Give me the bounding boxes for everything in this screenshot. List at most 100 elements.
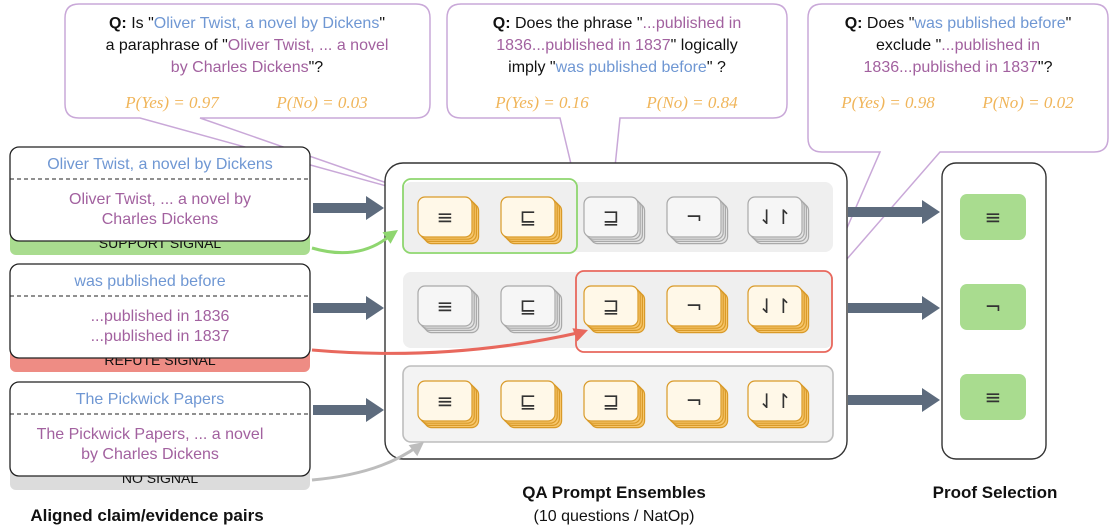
natop-card-stack: ¬: [666, 380, 729, 429]
pair-box: [9, 146, 311, 242]
question-callouts: Q: Is "Oliver Twist, a novel by Dickens"…: [64, 3, 1109, 295]
card-layer: [666, 380, 722, 422]
flow-arrow: [313, 398, 384, 422]
p-yes: P(Yes) = 0.97: [124, 93, 220, 112]
p-no: P(No) = 0.03: [275, 93, 367, 112]
ensemble-row-2: ≡ ⊑ ⊒ ¬ ⇃↾: [417, 285, 810, 334]
question-line: exclude "...published in: [876, 37, 1040, 54]
card-layer: [747, 380, 803, 422]
natop-card-stack: ¬: [666, 196, 729, 245]
card-layer: [500, 196, 556, 238]
natop-card-stack: ⇃↾: [747, 285, 810, 334]
card-layer: [747, 196, 803, 238]
natop-symbol: ¬: [686, 294, 703, 318]
natop-symbol: ⊑: [520, 294, 537, 318]
natop-symbol: ⇃↾: [758, 294, 792, 318]
pair-box: [9, 263, 311, 359]
question-line: 1836...published in 1837" logically: [496, 37, 737, 54]
natop-symbol: ⊒: [603, 389, 620, 413]
evidence-text: Charles Dickens: [102, 211, 218, 228]
proof-symbol: ≡: [985, 385, 1002, 409]
flow-arrow: [848, 388, 940, 412]
natop-card-stack: ⇃↾: [747, 380, 810, 429]
p-no: P(No) = 0.84: [645, 93, 738, 112]
natop-card-stack: ¬: [666, 285, 729, 334]
natop-card-stack: ≡: [417, 285, 480, 334]
proof-selection-panel: ≡¬≡: [941, 162, 1047, 460]
card-layer: [583, 285, 639, 327]
question-line: a paraphrase of "Oliver Twist, ... a nov…: [106, 37, 389, 54]
question-line: by Charles Dickens"?: [171, 59, 324, 76]
natop-card-stack: ⊑: [500, 196, 563, 245]
flow-arrow: [313, 196, 384, 220]
claim-text: The Pickwick Papers: [76, 391, 225, 408]
ensemble-row-1: ≡ ⊑ ⊒ ¬ ⇃↾: [417, 196, 810, 245]
signal-arrow: [311, 328, 588, 355]
natop-symbol: ⊒: [603, 205, 620, 229]
callout-bubble: [64, 3, 431, 199]
proof-caption: Proof Selection: [933, 483, 1058, 502]
question-line: 1836...published in 1837"?: [864, 59, 1053, 76]
pair-box: [9, 381, 311, 477]
p-yes: P(Yes) = 0.98: [840, 93, 935, 112]
natop-symbol: ≡: [437, 205, 454, 229]
ensembles-subcaption: (10 questions / NatOp): [534, 508, 695, 525]
card-layer: [417, 285, 473, 327]
signal-arrow: [311, 230, 398, 255]
natop-card-stack: ≡: [417, 196, 480, 245]
question-callout-1: Q: Is "Oliver Twist, a novel by Dickens"…: [64, 3, 431, 199]
callout-bubble: [807, 3, 1109, 291]
natop-symbol: ⇃↾: [758, 205, 792, 229]
claim-text: was published before: [73, 273, 225, 290]
pairs-caption: Aligned claim/evidence pairs: [30, 506, 263, 525]
natop-symbol: ⊒: [603, 294, 620, 318]
signal-arrow: [311, 442, 424, 482]
evidence-text: ...published in 1837: [91, 328, 230, 345]
natop-symbol: ⊑: [520, 389, 537, 413]
evidence-text: by Charles Dickens: [81, 446, 219, 463]
natop-card-stack: ≡: [417, 380, 480, 429]
flow-arrows: [311, 196, 940, 482]
natop-card-stack: ⊑: [500, 380, 563, 429]
natop-card-stack: ⊑: [500, 285, 563, 334]
natop-symbol: ≡: [437, 294, 454, 318]
proof-symbol: ¬: [985, 295, 1002, 319]
evidence-text: The Pickwick Papers, ... a novel: [37, 426, 264, 443]
question-line: Q: Is "Oliver Twist, a novel by Dickens": [109, 15, 385, 32]
card-layer: [666, 196, 722, 238]
claim-text: Oliver Twist, a novel by Dickens: [47, 156, 273, 173]
card-layer: [583, 380, 639, 422]
card-layer: [747, 285, 803, 327]
card-layer: [500, 380, 556, 422]
flow-arrow: [848, 200, 940, 224]
question-line: Q: Does the phrase "...published in: [493, 15, 741, 32]
qa-prompt-ensembles: ≡ ⊑ ⊒ ¬ ⇃↾ ≡ ⊑ ⊒ ¬ ⇃↾ ≡ ⊑ ⊒ ¬ ⇃↾: [384, 162, 848, 460]
question-line: Q: Does "was published before": [845, 15, 1072, 32]
refute-highlight: [575, 270, 833, 353]
natop-card-stack: ⊒: [583, 196, 646, 245]
question-line: imply "was published before" ?: [508, 59, 726, 76]
card-layer: [666, 285, 722, 327]
p-no: P(No) = 0.02: [981, 93, 1074, 112]
card-layer: [417, 380, 473, 422]
natop-symbol: ¬: [686, 389, 703, 413]
natop-card-stack: ⊒: [583, 380, 646, 429]
ensembles-caption: QA Prompt Ensembles: [522, 483, 706, 502]
natop-symbol: ¬: [686, 205, 703, 229]
evidence-text: ...published in 1836: [91, 308, 230, 325]
p-yes: P(Yes) = 0.16: [494, 93, 589, 112]
question-callout-2: Q: Does the phrase "...published in 1836.…: [446, 3, 788, 295]
natop-card-stack: ⇃↾: [747, 196, 810, 245]
flow-arrow: [848, 296, 940, 320]
proof-box: [960, 194, 1026, 240]
support-highlight: [402, 178, 578, 254]
natop-symbol: ≡: [437, 389, 454, 413]
ensemble-row-3: ≡ ⊑ ⊒ ¬ ⇃↾: [417, 380, 810, 429]
card-layer: [500, 285, 556, 327]
flow-arrow: [313, 296, 384, 320]
